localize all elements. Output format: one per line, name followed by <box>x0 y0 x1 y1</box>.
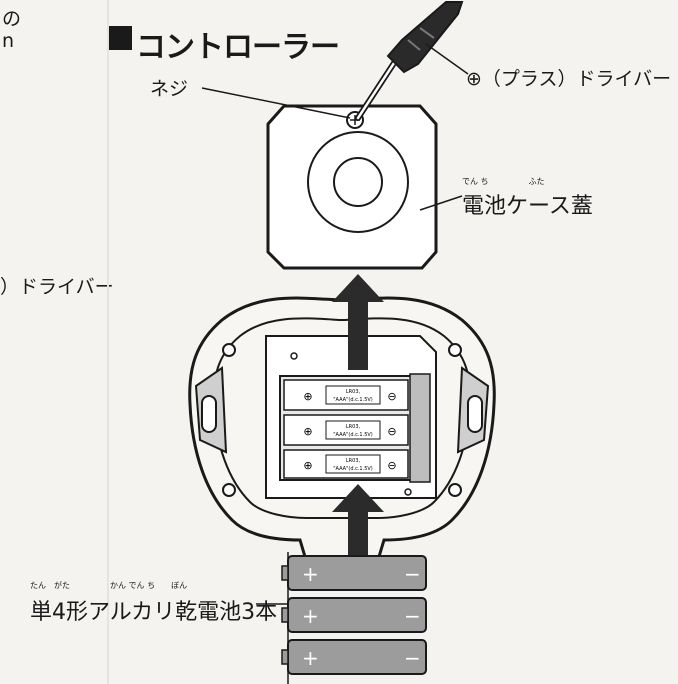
battery-cover <box>266 104 438 270</box>
section-title: コントローラー <box>108 22 340 66</box>
battery-1-minus: − <box>404 562 421 586</box>
batteries-label-group: たん がた かん でん ち ぼん 単4形アルカリ乾電池3本 <box>30 581 278 626</box>
battery-1-plus: + <box>302 562 319 586</box>
slot-3-text-1: LR03, <box>346 458 361 464</box>
battery-2-plus: + <box>302 604 319 628</box>
cover-leader-line <box>419 195 463 211</box>
battery-slot-2: ⊕ ⊖ LR03, "AAA"(d.c.1.5V) <box>283 414 409 446</box>
screwdriver-label: ⊕（プラス）ドライバー <box>466 68 672 90</box>
slot-3-plus-icon: ⊕ <box>303 459 312 472</box>
screw-leader-line <box>201 87 351 119</box>
battery-3-minus: − <box>404 646 421 670</box>
edge-text-3: ）ドライバー <box>0 276 114 298</box>
screwdriver-icon <box>355 1 464 121</box>
slot-1-text-2: "AAA"(d.c.1.5V) <box>333 397 373 403</box>
edge-text-2: n <box>2 30 15 52</box>
title-square-icon <box>108 26 132 50</box>
section-title-text: コントローラー <box>136 30 340 65</box>
slot-3-text-2: "AAA"(d.c.1.5V) <box>333 466 373 472</box>
edge-text-1: の <box>2 8 22 30</box>
arrow-up-icon <box>332 484 384 570</box>
slot-3-minus-icon: ⊖ <box>387 459 396 472</box>
loose-battery: + − <box>281 555 427 591</box>
battery-3-plus: + <box>302 646 319 670</box>
screw-label: ネジ <box>150 78 189 100</box>
battery-slot-1: ⊕ ⊖ LR03, "AAA"(d.c.1.5V) <box>283 379 409 411</box>
battery-slot-3: ⊕ ⊖ LR03, "AAA"(d.c.1.5V) <box>283 449 409 479</box>
cover-label-ruby: でん ち ふた <box>462 177 545 186</box>
slot-1-text-1: LR03, <box>346 389 361 395</box>
arrow-up-icon <box>332 274 384 370</box>
slot-2-text-2: "AAA"(d.c.1.5V) <box>333 432 373 438</box>
battery-2-minus: − <box>404 604 421 628</box>
slot-1-plus-icon: ⊕ <box>303 390 312 403</box>
loose-battery: + − <box>281 639 427 675</box>
slot-2-plus-icon: ⊕ <box>303 425 312 438</box>
slot-1-minus-icon: ⊖ <box>387 390 396 403</box>
cover-label: 電池ケース蓋 <box>462 194 593 219</box>
batteries-label-ruby: たん がた かん でん ち ぼん <box>30 581 188 590</box>
loose-battery: + − <box>281 597 427 633</box>
batteries-label: 単4形アルカリ乾電池3本 <box>30 600 278 625</box>
screwdriver-leader-line <box>425 43 469 75</box>
slot-2-text-1: LR03, <box>346 424 361 430</box>
slot-2-minus-icon: ⊖ <box>387 425 396 438</box>
